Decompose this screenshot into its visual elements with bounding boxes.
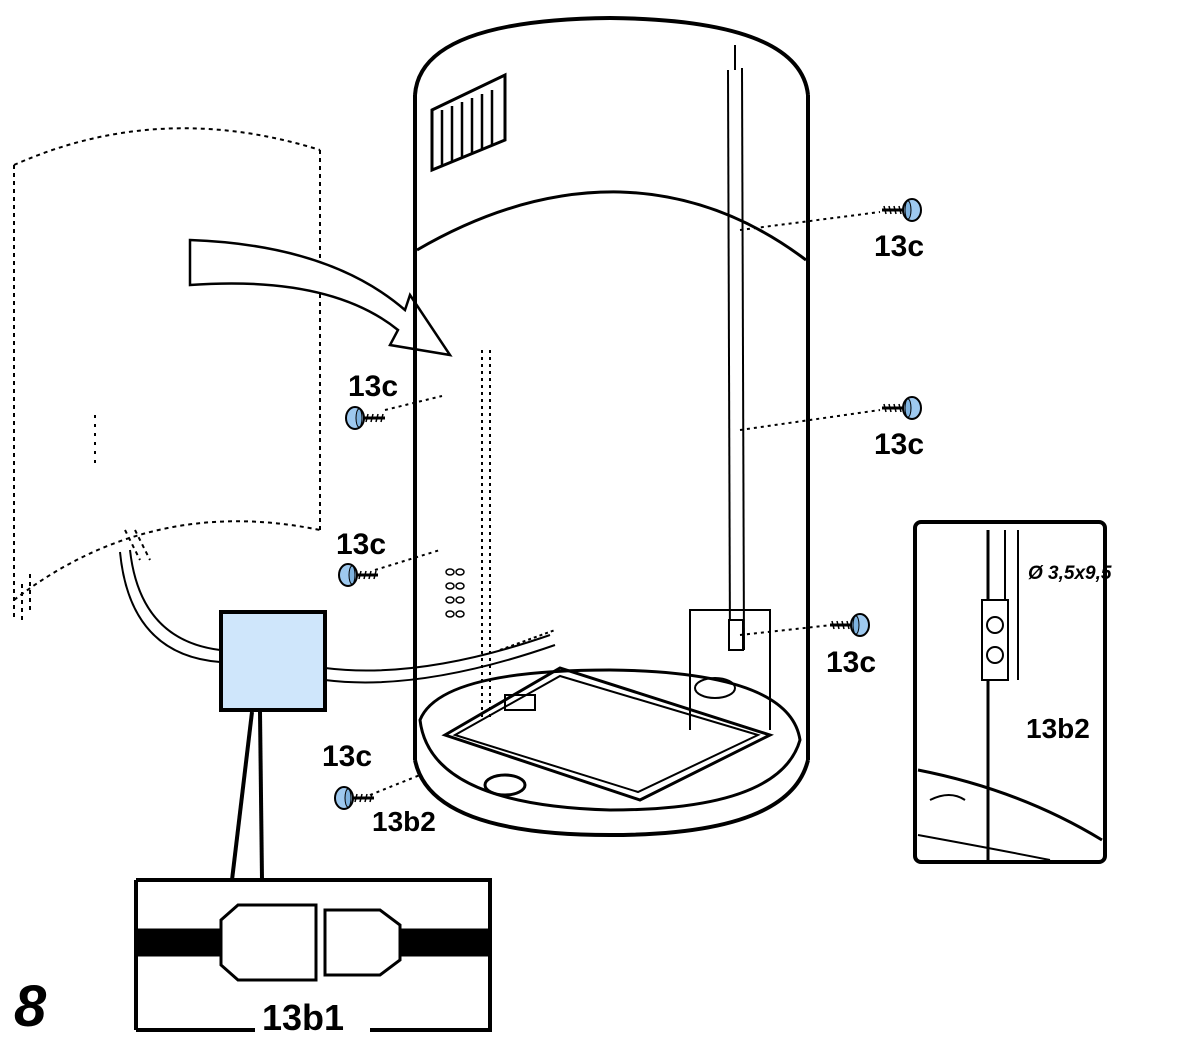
screw-label-right-low: 13c	[826, 646, 877, 679]
plug-connector	[134, 903, 492, 982]
screw-icon	[337, 562, 380, 588]
power-cables	[119, 549, 556, 684]
screw-icon	[880, 395, 923, 421]
hole-marks	[445, 568, 465, 618]
screw-label-left-top: 13c	[348, 370, 399, 403]
direction-arrow	[188, 238, 453, 357]
screw-icon	[333, 785, 376, 811]
bracket-outline	[689, 609, 771, 730]
screw-icon	[344, 405, 387, 431]
vent-grille	[430, 72, 507, 173]
screw-label-right-mid: 13c	[874, 428, 925, 461]
screw-icon	[880, 197, 923, 223]
connector-label: 13b1	[262, 997, 345, 1038]
screw-icon	[828, 612, 871, 638]
screw-label-left-mid: 13c	[336, 528, 387, 561]
step-number: 8	[14, 974, 47, 1039]
screw-label-left-low: 13c	[322, 740, 373, 773]
hood-cylinder	[413, 15, 810, 838]
outer-shell-dashed	[13, 127, 321, 620]
mounting-rail	[727, 45, 745, 651]
base-plate	[418, 666, 802, 812]
bracket-label: 13b2	[372, 806, 436, 837]
screw-label-right-top: 13c	[874, 230, 925, 263]
detail-inset	[913, 520, 1107, 864]
bracket-label-inset: 13b2	[1026, 713, 1090, 744]
connector-box	[219, 610, 327, 712]
seam-dashed	[481, 350, 491, 720]
screw-spec: Ø 3,5x9,5	[1028, 563, 1112, 584]
